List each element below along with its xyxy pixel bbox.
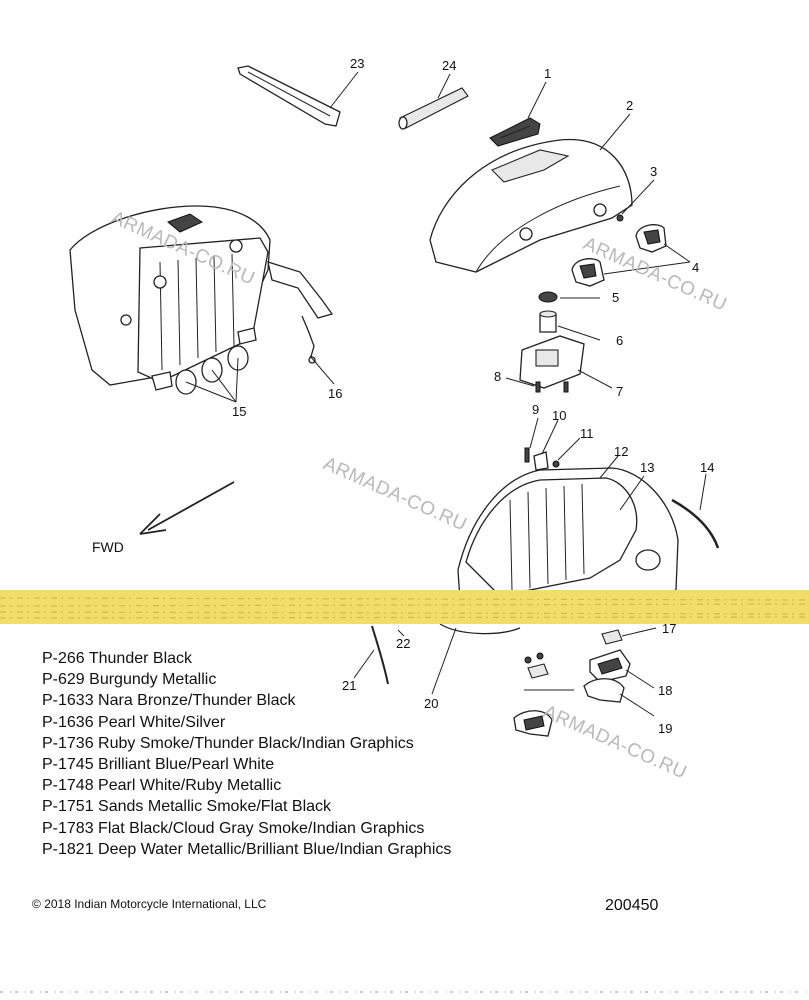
- part-1-lid-emblem: [489, 117, 541, 147]
- color-code: P-266: [42, 650, 85, 667]
- color-code: P-1821: [42, 840, 94, 858]
- watermark-3: ARMADA-CO.RU: [320, 453, 470, 535]
- callout-7: 7: [616, 384, 623, 399]
- scan-band: [0, 590, 809, 624]
- color-code: P-1736: [42, 734, 94, 752]
- color-row: P-1821 Deep Water Metallic/Brilliant Blu…: [42, 839, 451, 860]
- callout-5: 5: [612, 290, 619, 305]
- color-code: P-629: [42, 671, 85, 689]
- color-row: P-1748 Pearl White/Ruby Metallic: [42, 775, 451, 796]
- color-name: Flat Black/Cloud Gray Smoke/Indian Graph…: [98, 819, 425, 837]
- callout-6: 6: [616, 333, 623, 348]
- callout-9: 9: [532, 402, 539, 417]
- callout-21: 21: [342, 678, 356, 693]
- part-20-saddlebag-body: [439, 467, 679, 635]
- color-name: Ruby Smoke/Thunder Black/Indian Graphics: [98, 734, 414, 752]
- callout-17: 17: [662, 621, 676, 636]
- callout-13: 13: [640, 460, 654, 475]
- color-code: P-1751: [42, 798, 94, 816]
- color-code: P-1745: [42, 756, 94, 774]
- copyright-icon: ©: [32, 897, 41, 911]
- color-row: P-1783 Flat Black/Cloud Gray Smoke/India…: [42, 818, 451, 839]
- callout-19: 19: [658, 721, 672, 736]
- part-21-rod: [371, 625, 389, 685]
- color-name: Deep Water Metallic/Brilliant Blue/India…: [98, 840, 452, 858]
- part-7-latch: [519, 335, 585, 389]
- color-code: P-1633: [42, 692, 94, 710]
- callout-1: 1: [544, 66, 551, 81]
- copyright: © 2018 Indian Motorcycle International, …: [32, 897, 266, 911]
- leader-lines: [185, 71, 707, 717]
- color-name: Pearl White/Ruby Metallic: [98, 777, 282, 795]
- color-name: Thunder Black: [88, 650, 193, 667]
- color-name: Brilliant Blue/Pearl White: [98, 756, 275, 774]
- part-18-bracket: [589, 649, 631, 683]
- color-row: P-1633 Nara Bronze/Thunder Black: [42, 690, 451, 711]
- drawing-number: 200450: [605, 897, 659, 914]
- callout-16: 16: [328, 386, 342, 401]
- part-6-lock-cylinder: [539, 310, 557, 333]
- callout-labels: 1 2 3 4 5 6 7 8 9 10 11 12 13 14 15 16 1…: [232, 56, 714, 736]
- color-name: Burgundy Metallic: [89, 671, 217, 689]
- color-row: P-1736 Ruby Smoke/Thunder Black/Indian G…: [42, 733, 451, 754]
- part-14-seal-strip: [671, 498, 720, 549]
- callout-4: 4: [692, 260, 699, 275]
- copyright-text: 2018 Indian Motorcycle International, LL…: [44, 897, 267, 911]
- callout-15: 15: [232, 404, 246, 419]
- left-saddlebag-assembly: [69, 205, 334, 395]
- part-8-screws: [535, 381, 569, 393]
- callout-24: 24: [442, 58, 456, 73]
- color-row: P-1745 Brilliant Blue/Pearl White: [42, 754, 451, 775]
- part-3-screw: [616, 214, 624, 222]
- color-row: P-629 Burgundy Metallic: [42, 669, 451, 690]
- color-row: P-266 Thunder Black: [42, 648, 451, 669]
- part-2-saddlebag-lid: [429, 138, 633, 273]
- callout-3: 3: [650, 164, 657, 179]
- callout-20: 20: [424, 696, 438, 711]
- part-23-trim-strip: [237, 65, 341, 127]
- callout-8: 8: [494, 369, 501, 384]
- color-row: P-1636 Pearl White/Silver: [42, 712, 451, 733]
- part-19-bracket: [513, 678, 625, 737]
- callout-14: 14: [700, 460, 714, 475]
- callout-2: 2: [626, 98, 633, 113]
- color-name: Nara Bronze/Thunder Black: [98, 692, 296, 710]
- callout-10: 10: [552, 408, 566, 423]
- color-name: Pearl White/Silver: [98, 713, 226, 731]
- fwd-label: FWD: [92, 539, 124, 555]
- part-9-pin: [524, 447, 530, 463]
- part-17-pads: [524, 629, 623, 679]
- part-4-hinges: [571, 224, 667, 287]
- watermark-4: ARMADA-CO.RU: [540, 701, 690, 783]
- callout-23: 23: [350, 56, 364, 71]
- color-code: P-1748: [42, 777, 94, 795]
- forward-direction-arrow: FWD: [92, 481, 235, 555]
- color-name: Sands Metallic Smoke/Flat Black: [98, 798, 332, 816]
- callout-22: 22: [396, 636, 410, 651]
- color-code: P-1636: [42, 713, 94, 731]
- part-5-ring: [538, 291, 558, 303]
- callout-18: 18: [658, 683, 672, 698]
- callout-11: 11: [580, 426, 594, 441]
- color-code: P-1783: [42, 819, 94, 837]
- color-row: P-1751 Sands Metallic Smoke/Flat Black: [42, 796, 451, 817]
- part-24-seal: [398, 87, 469, 130]
- callout-12: 12: [614, 444, 628, 459]
- part-11-screw: [552, 460, 560, 468]
- part-10-bracket: [533, 451, 549, 471]
